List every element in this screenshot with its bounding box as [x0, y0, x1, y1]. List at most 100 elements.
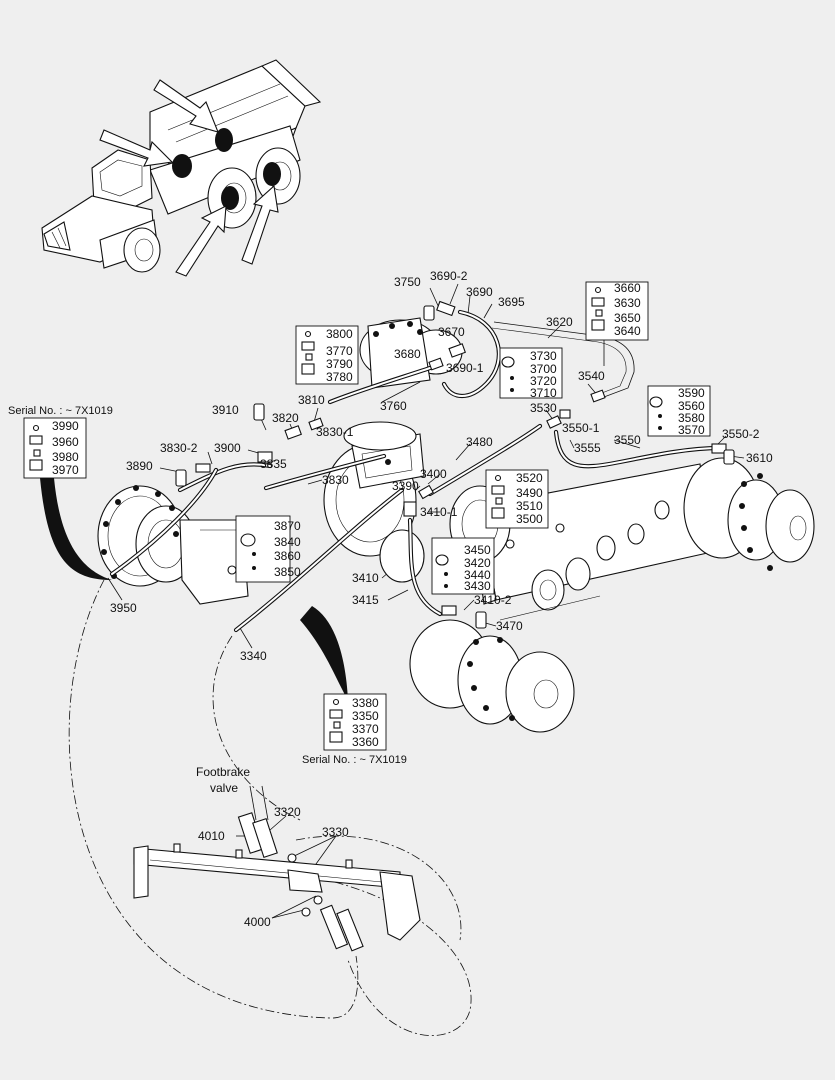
- label-3900: 3900: [214, 441, 241, 455]
- label-3760: 3760: [380, 399, 407, 413]
- detail-box-3800: [295, 325, 359, 385]
- detail-box-3990: [23, 417, 87, 479]
- label-3510: 3510: [516, 499, 543, 513]
- label-3860: 3860: [274, 549, 301, 563]
- label-3380: 3380: [352, 696, 379, 710]
- label-3980: 3980: [52, 450, 79, 464]
- label-3970: 3970: [52, 463, 79, 477]
- label-3790: 3790: [326, 357, 353, 371]
- label-3690: 3690: [466, 285, 493, 299]
- label-3350: 3350: [352, 709, 379, 723]
- label-3870: 3870: [274, 519, 301, 533]
- label-3320: 3320: [274, 805, 301, 819]
- rear-axle-brake-bottom: [409, 619, 575, 733]
- label-3550-2: 3550-2: [722, 427, 760, 441]
- label-3410-2: 3410-2: [474, 593, 512, 607]
- label-3340: 3340: [240, 649, 267, 663]
- label-3555: 3555: [574, 441, 601, 455]
- label-3660: 3660: [614, 281, 641, 295]
- label-3480: 3480: [466, 435, 493, 449]
- label-3400: 3400: [420, 467, 447, 481]
- top-axle-brake: [359, 317, 463, 389]
- label-3420: 3420: [464, 556, 491, 570]
- label-3550: 3550: [614, 433, 641, 447]
- detail-box-3450: [431, 537, 495, 595]
- label-3550-1: 3550-1: [562, 421, 600, 435]
- label-3530: 3530: [530, 401, 557, 415]
- label-3370: 3370: [352, 722, 379, 736]
- serial-note-bottom: Serial No. : ~ 7X1019: [302, 754, 407, 766]
- label-3960: 3960: [52, 435, 79, 449]
- detail-pointer-bottom: [300, 606, 348, 700]
- detail-box-3380: [323, 693, 387, 751]
- fittings: [175, 300, 735, 629]
- label-3390: 3390: [392, 479, 419, 493]
- label-3780: 3780: [326, 370, 353, 384]
- label-3410: 3410: [352, 571, 379, 585]
- label-3440: 3440: [464, 568, 491, 582]
- rear-axle-brake-right: [683, 457, 815, 571]
- detail-box-3870: [235, 515, 291, 583]
- label-3640: 3640: [614, 324, 641, 338]
- label-3770: 3770: [326, 344, 353, 358]
- label-3820: 3820: [272, 411, 299, 425]
- label-3670: 3670: [438, 325, 465, 339]
- label-3695: 3695: [498, 295, 525, 309]
- label-3690-2: 3690-2: [430, 269, 468, 283]
- brake-hoses: [109, 309, 723, 633]
- label-3990: 3990: [52, 419, 79, 433]
- label-3810: 3810: [298, 393, 325, 407]
- label-3610: 3610: [746, 451, 773, 465]
- label-3830: 3830: [322, 473, 349, 487]
- detail-box-3590: [647, 385, 711, 437]
- label-3540: 3540: [578, 369, 605, 383]
- label-3590: 3590: [678, 386, 705, 400]
- label-3835: 3835: [260, 457, 287, 471]
- label-3680: 3680: [394, 347, 421, 361]
- label-3580: 3580: [678, 411, 705, 425]
- footbrake-label-line2: valve: [210, 781, 238, 795]
- notes: Serial No. : ~ 7X1019 Serial No. : ~ 7X1…: [8, 405, 407, 795]
- center-axle-housing: [323, 421, 425, 557]
- label-3415: 3415: [352, 593, 379, 607]
- label-3750: 3750: [394, 275, 421, 289]
- label-3330: 3330: [322, 825, 349, 839]
- serial-note-left: Serial No. : ~ 7X1019: [8, 405, 113, 417]
- label-3490: 3490: [516, 486, 543, 500]
- label-3430: 3430: [464, 579, 491, 593]
- label-3690-1: 3690-1: [446, 361, 484, 375]
- label-3700: 3700: [530, 362, 557, 376]
- detail-box-3730: [499, 347, 563, 399]
- label-3890: 3890: [126, 459, 153, 473]
- label-3830-2: 3830-2: [160, 441, 198, 455]
- dashed-pipe-routes: [68, 579, 472, 1036]
- label-3710: 3710: [530, 386, 557, 400]
- label-3910: 3910: [212, 403, 239, 417]
- label-3570: 3570: [678, 423, 705, 437]
- label-3650: 3650: [614, 311, 641, 325]
- label-3800: 3800: [326, 327, 353, 341]
- label-3630: 3630: [614, 296, 641, 310]
- label-3410-1: 3410-1: [420, 505, 458, 519]
- part-labels: 3750 3690-2 3690 3695 3620 3660 3630 365…: [52, 269, 773, 929]
- articulated-truck-overview: [41, 59, 322, 277]
- label-3500: 3500: [516, 512, 543, 526]
- label-3850: 3850: [274, 565, 301, 579]
- label-3830-1: 3830-1: [316, 425, 354, 439]
- label-4010: 4010: [198, 829, 225, 843]
- footbrake-label-line1: Footbrake: [196, 765, 250, 779]
- detail-box-3660: [585, 281, 649, 341]
- label-4000: 4000: [244, 915, 271, 929]
- label-3720: 3720: [530, 374, 557, 388]
- label-3470: 3470: [496, 619, 523, 633]
- detail-box-3520: [485, 469, 549, 529]
- front-axle-brake-left: [97, 485, 249, 605]
- label-3840: 3840: [274, 535, 301, 549]
- label-3450: 3450: [464, 543, 491, 557]
- label-3520: 3520: [516, 471, 543, 485]
- detail-pointer-left: [40, 478, 112, 580]
- label-3730: 3730: [530, 349, 557, 363]
- label-3620: 3620: [546, 315, 573, 329]
